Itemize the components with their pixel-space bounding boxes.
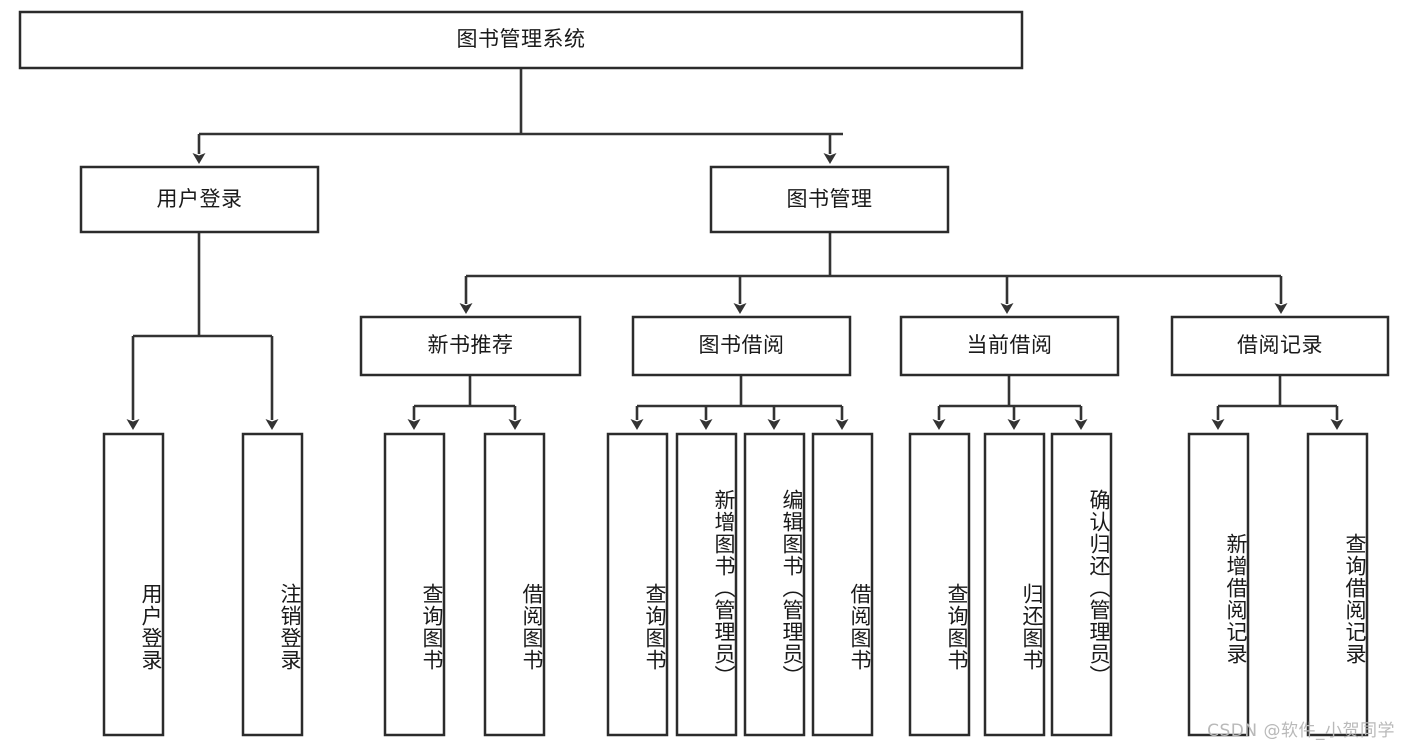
connector-book-manage-to-level3 <box>459 232 1288 314</box>
node-box-leaf-confirm-return[interactable] <box>1050 432 1113 737</box>
node-box-leaf-add-record[interactable] <box>1187 432 1250 737</box>
node-box-root[interactable] <box>18 10 1024 70</box>
node-box-new-book-recommend[interactable] <box>359 315 582 377</box>
node-box-leaf-edit-book[interactable] <box>743 432 806 737</box>
node-box-user-login[interactable] <box>79 165 320 234</box>
node-box-leaf-return-book[interactable] <box>983 432 1046 737</box>
node-box-leaf-add-book[interactable] <box>675 432 738 737</box>
node-box-current-borrow[interactable] <box>899 315 1120 377</box>
connector-current-borrow-to-leaves <box>932 375 1088 430</box>
connector-new-book-recommend-to-leaves <box>407 375 522 430</box>
node-box-leaf-borrow-book[interactable] <box>811 432 874 737</box>
connector-borrow-record-to-leaves <box>1211 375 1344 430</box>
node-box-leaf-query-book-cur[interactable] <box>908 432 971 737</box>
node-box-leaf-query-record[interactable] <box>1306 432 1369 737</box>
connector-root-to-level2 <box>192 68 843 164</box>
connector-user-login-to-leaves <box>126 232 279 430</box>
node-box-borrow-record[interactable] <box>1170 315 1390 377</box>
node-box-leaf-user-logout[interactable] <box>241 432 304 737</box>
connector-book-borrow-to-leaves <box>630 375 849 430</box>
node-box-leaf-query-book-rec[interactable] <box>383 432 446 737</box>
node-box-leaf-query-book-bor[interactable] <box>606 432 669 737</box>
node-box-leaf-user-login[interactable] <box>102 432 165 737</box>
node-box-book-borrow[interactable] <box>631 315 852 377</box>
node-box-book-manage[interactable] <box>709 165 950 234</box>
node-box-leaf-borrow-book-rec[interactable] <box>483 432 546 737</box>
